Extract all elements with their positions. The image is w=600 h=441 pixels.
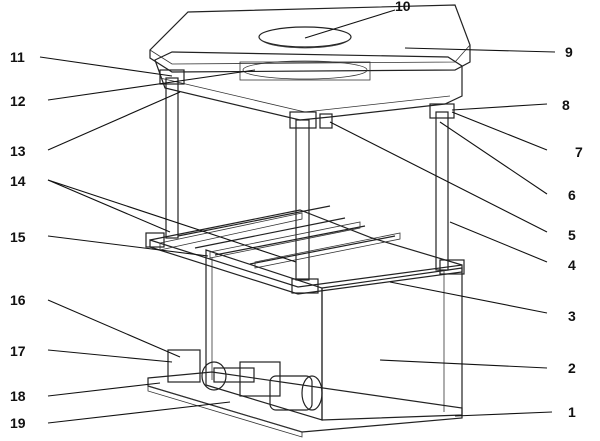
lead-screw-left xyxy=(165,77,179,239)
label-15: 15 xyxy=(10,229,26,245)
lead-screw-right xyxy=(435,111,449,271)
cover-opening xyxy=(258,26,352,48)
label-16: 16 xyxy=(10,292,26,308)
motor-body xyxy=(269,375,313,411)
label-4: 4 xyxy=(568,257,576,273)
nut-blocks xyxy=(159,69,455,129)
label-7: 7 xyxy=(575,144,583,160)
bearing-seat xyxy=(167,349,201,383)
lead-screws xyxy=(165,77,449,281)
label-19: 19 xyxy=(10,415,26,431)
base-plate xyxy=(147,371,463,438)
leader-lines xyxy=(39,9,556,424)
motor-assembly xyxy=(167,349,323,411)
label-14: 14 xyxy=(10,173,26,189)
label-18: 18 xyxy=(10,388,26,404)
label-13: 13 xyxy=(10,143,26,159)
label-8: 8 xyxy=(562,97,570,113)
label-17: 17 xyxy=(10,343,26,359)
support-frame xyxy=(145,205,465,295)
label-6: 6 xyxy=(568,187,576,203)
plate-collar xyxy=(239,61,371,81)
part-labels: 10 9 8 7 6 5 4 3 2 1 11 12 13 14 15 16 1… xyxy=(10,0,583,431)
label-10: 10 xyxy=(395,0,411,14)
label-12: 12 xyxy=(10,93,26,109)
lead-screw-center xyxy=(295,119,310,281)
label-3: 3 xyxy=(568,308,576,324)
label-5: 5 xyxy=(568,227,576,243)
label-1: 1 xyxy=(568,404,576,420)
label-9: 9 xyxy=(565,44,573,60)
box-body xyxy=(205,249,463,421)
label-2: 2 xyxy=(568,360,576,376)
label-11: 11 xyxy=(10,49,25,65)
